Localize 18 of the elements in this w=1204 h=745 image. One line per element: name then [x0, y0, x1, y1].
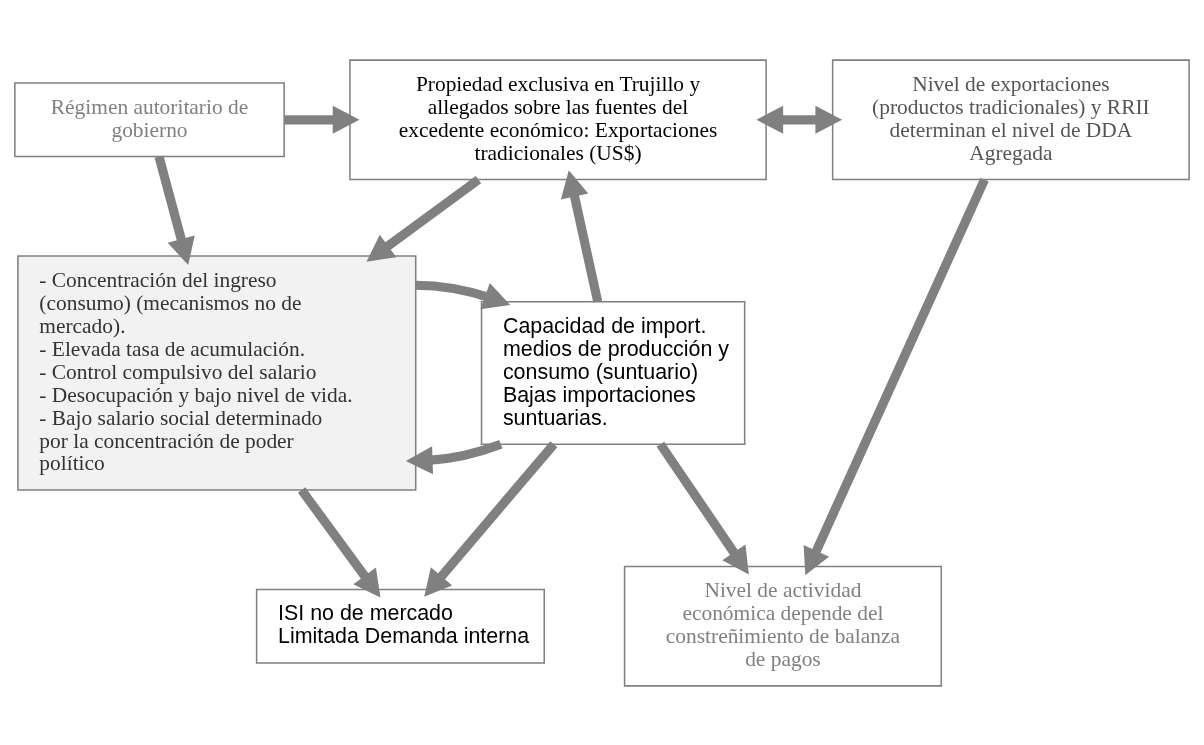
node-box: Nivel de actividad económica depende del constreñimiento de balanza de pagos — [623, 565, 943, 687]
arrow — [297, 486, 381, 597]
arrow — [405, 439, 503, 474]
node-box: Capacidad de import. medios de producción y consumo (suntuario) Bajas importaciones suntuarias. — [480, 300, 746, 445]
arrow — [415, 280, 511, 309]
arrow — [154, 154, 195, 265]
arrow — [366, 175, 482, 262]
node-box: ISI no de mercado Limitada Demanda interna — [255, 588, 545, 664]
arrow — [656, 441, 749, 575]
arrow — [284, 105, 360, 134]
node-box: Propiedad exclusiva en Trujillo y allegados sobre las fuentes del excedente económico: Exportaciones tradicionales (US$) — [349, 58, 767, 180]
arrow — [803, 177, 989, 575]
arrow — [560, 169, 603, 303]
node-box: - Concentración del ingreso (consumo) (mecanismos no de mercado). - Elevada tasa de acumulación. - Control compulsivo del salario - Desocupación y bajo nivel de vida. - Bajo salario social determinado por la concentración de poder político — [17, 254, 417, 491]
node-box: Régimen autoritario de gobierno — [14, 81, 285, 157]
arrow — [756, 105, 843, 134]
node-box: Nivel de exportaciones (productos tradicionales) y RRII determinan el nivel de DDA Agregada — [831, 58, 1190, 180]
arrow — [424, 440, 558, 597]
